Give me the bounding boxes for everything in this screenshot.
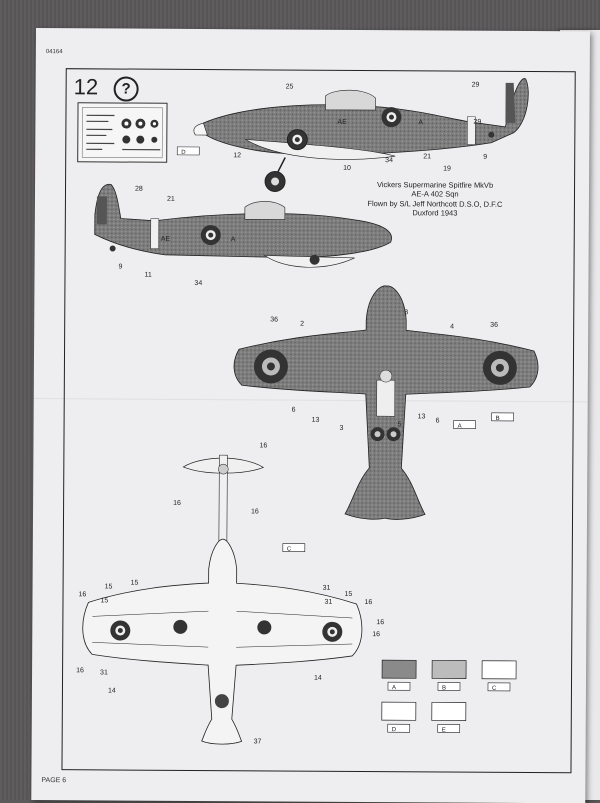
spitfire-underside-planform: 15 15 16 15 31 15 16 16 31 16 14 37 14 1… — [76, 538, 385, 746]
instruction-page: 04164 12 ? Vickers Supermarine Spitfire … — [31, 28, 590, 803]
callout-6-right: 6 — [436, 417, 440, 424]
callout-8: 8 — [404, 309, 408, 316]
callout-16-h: 16 — [376, 619, 384, 626]
callout-6-left: 6 — [292, 407, 296, 414]
color-ref-flag-a: A — [454, 421, 476, 430]
spitfire-top-planform: 36 2 8 4 36 6 13 3 5 13 6 A B — [233, 285, 538, 520]
aircraft-letter-left: A — [231, 236, 236, 243]
callout-14-a: 14 — [108, 687, 116, 694]
colour-swatch-a — [382, 660, 416, 678]
callout-19: 19 — [443, 165, 451, 172]
aircraft-letter-right: A — [418, 119, 423, 126]
color-ref-flag-b: B — [492, 413, 514, 422]
colour-swatch-e — [432, 702, 466, 720]
code-letters-right: AE — [337, 119, 347, 126]
color-ref-a-label: A — [458, 424, 462, 430]
color-ref-c-label: C — [287, 547, 292, 553]
callout-9: 9 — [483, 154, 487, 161]
callout-11: 11 — [144, 272, 151, 279]
callout-29b: 29 — [473, 119, 481, 126]
colour-swatch-c — [482, 661, 516, 679]
callout-31-c: 31 — [324, 599, 332, 606]
color-ref-flag-c: C — [283, 544, 305, 553]
colour-swatch-label-c: C — [492, 686, 497, 692]
callout-29a: 29 — [472, 82, 480, 89]
callout-10: 10 — [343, 165, 351, 172]
callout-34-left: 34 — [194, 280, 202, 287]
callout-21: 21 — [423, 153, 431, 160]
spitfire-left-side-view: AE A 28 21 9 11 34 — [94, 184, 391, 288]
color-ref-b-label: B — [496, 416, 500, 422]
callout-9-left: 9 — [119, 264, 123, 271]
callout-5: 5 — [398, 421, 402, 428]
color-ref-d-label: D — [181, 150, 186, 156]
callout-25: 25 — [286, 84, 294, 91]
callout-16-g: 16 — [372, 631, 380, 638]
callout-2: 2 — [300, 321, 304, 328]
callout-16-b: 16 — [173, 500, 181, 507]
colour-swatch-b — [432, 660, 466, 678]
colour-swatch-d — [382, 702, 416, 720]
callout-31-b: 31 — [323, 585, 331, 592]
colour-swatch-label-e: E — [442, 727, 446, 733]
assembly-drawing: AE A 25 29 29 12 10 34 21 19 9 D — [31, 28, 590, 803]
callout-13-left: 13 — [312, 417, 320, 424]
color-ref-flag-d: D — [177, 147, 199, 156]
callout-16-e: 16 — [364, 599, 372, 606]
callout-12: 12 — [233, 152, 241, 159]
callout-28: 28 — [135, 186, 143, 193]
callout-16-d: 16 — [79, 591, 87, 598]
callout-4: 4 — [450, 324, 454, 331]
page-number: PAGE 6 — [41, 777, 66, 784]
spitfire-right-side-view: AE A 25 29 29 12 10 34 21 19 9 D — [177, 76, 528, 193]
colour-swatch-label-b: B — [442, 685, 446, 691]
callout-15-d: 15 — [345, 591, 353, 598]
callout-16-c: 16 — [251, 508, 259, 515]
callout-21-left: 21 — [167, 196, 175, 203]
callout-31-a: 31 — [100, 669, 108, 676]
callout-34: 34 — [385, 157, 393, 164]
callout-15-b: 15 — [131, 580, 139, 587]
callout-15-c: 15 — [100, 597, 108, 604]
callout-36-right: 36 — [490, 322, 498, 329]
callout-13-right: 13 — [418, 413, 426, 420]
colour-key: A B C D E — [382, 660, 516, 734]
code-letters-left: AE — [161, 236, 171, 243]
callout-16-a: 16 — [259, 442, 267, 449]
callout-16-f: 16 — [76, 667, 84, 674]
callout-15-a: 15 — [105, 583, 113, 590]
callout-14-b: 14 — [314, 675, 322, 682]
colour-swatch-label-d: D — [392, 727, 397, 733]
callout-36-left: 36 — [270, 316, 278, 323]
callout-3: 3 — [340, 425, 344, 432]
colour-swatch-label-a: A — [392, 685, 396, 691]
callout-37: 37 — [254, 738, 262, 745]
